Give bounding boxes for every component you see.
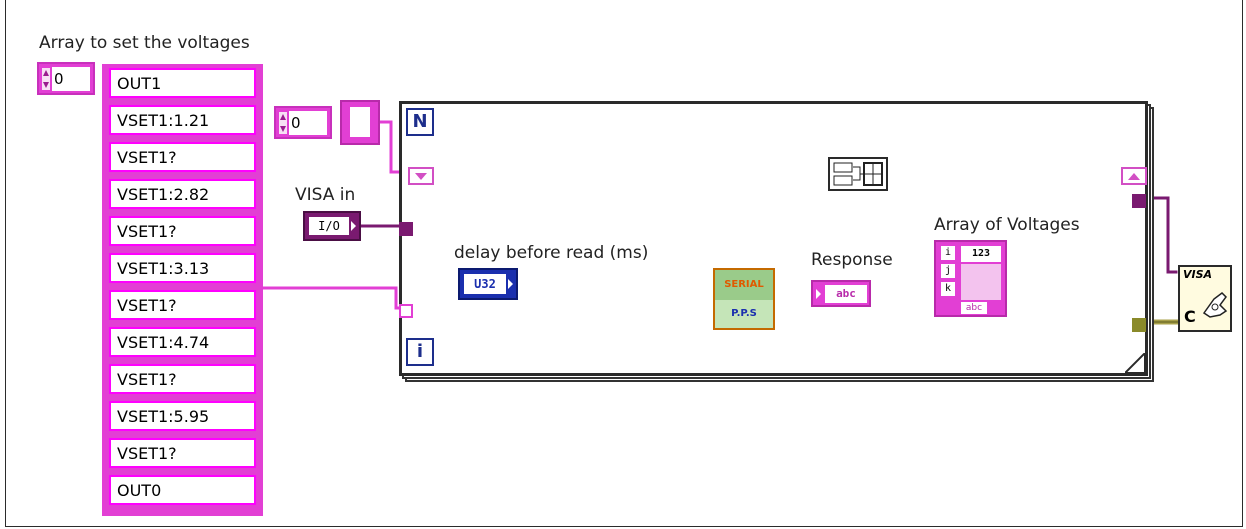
array-voltages-indicator: i j k 123 abc: [934, 240, 1007, 317]
abc-type: abc: [825, 285, 867, 303]
build-array-icon: [833, 162, 883, 186]
response-indicator: abc: [811, 280, 871, 307]
visa-type: I/O: [309, 217, 349, 235]
array-voltages-label: Array of Voltages: [934, 215, 1080, 235]
array-element[interactable]: VSET1:4.74: [109, 327, 256, 357]
wire-visa-close: [1146, 196, 1180, 274]
loop-array-index[interactable]: 0: [274, 106, 332, 139]
array-element[interactable]: OUT1: [109, 68, 256, 98]
loop-iteration-terminal[interactable]: i: [406, 338, 434, 366]
index-spinner[interactable]: [279, 112, 287, 134]
array-element[interactable]: VSET1?: [109, 290, 256, 320]
array-element[interactable]: VSET1:5.95: [109, 401, 256, 431]
empty-string-cell[interactable]: [350, 107, 370, 137]
response-label: Response: [811, 250, 893, 270]
up-arrow-icon: [1128, 173, 1140, 180]
serial-pps-subvi[interactable]: SERIAL P.P.S: [713, 268, 775, 330]
subvi-top-label: SERIAL: [715, 270, 773, 300]
array-element[interactable]: VSET1:2.82: [109, 179, 256, 209]
shift-register-left[interactable]: [408, 167, 434, 185]
loop-array-index-value[interactable]: 0: [289, 111, 327, 135]
visa-in-label: VISA in: [295, 185, 356, 205]
index-spinner[interactable]: [42, 68, 50, 90]
index-i: i: [941, 246, 955, 260]
array-tunnel-in: [399, 304, 413, 318]
empty-string-array-constant[interactable]: [340, 100, 380, 145]
string-array-constant[interactable]: OUT1 VSET1:1.21 VSET1? VSET1:2.82 VSET1?…: [102, 64, 263, 516]
subvi-bottom-label: P.P.S: [715, 300, 773, 328]
down-arrow-icon: [415, 173, 427, 180]
visa-in-control[interactable]: I/O: [303, 211, 361, 241]
array-element[interactable]: VSET1:1.21: [109, 105, 256, 135]
visa-close-title: VISA: [1183, 268, 1213, 281]
index-j: j: [941, 264, 955, 278]
input-arrow-icon: [816, 289, 821, 299]
array-element[interactable]: VSET1:3.13: [109, 253, 256, 283]
abc-subtype: abc: [961, 302, 987, 314]
visa-close-letter: C: [1184, 307, 1196, 326]
visa-tunnel-in: [399, 222, 413, 236]
index-k: k: [941, 282, 955, 296]
wire-array: [256, 286, 406, 310]
numeric-type: 123: [961, 246, 1001, 262]
array-index-display[interactable]: 0: [37, 62, 95, 95]
array-element[interactable]: VSET1?: [109, 142, 256, 172]
array-index-value[interactable]: 0: [52, 67, 90, 91]
array-element[interactable]: VSET1?: [109, 438, 256, 468]
error-tunnel-out: [1132, 318, 1146, 332]
delay-label: delay before read (ms): [454, 243, 649, 263]
u32-type: U32: [464, 274, 506, 294]
shift-register-right[interactable]: [1121, 167, 1147, 185]
array-element[interactable]: VSET1?: [109, 216, 256, 246]
block-diagram: Array to set the voltages 0 OUT1 VSET1:1…: [5, 0, 1243, 527]
output-arrow-icon: [351, 221, 356, 231]
visa-tunnel-out: [1132, 194, 1146, 208]
visa-close-node[interactable]: VISA C: [1178, 265, 1232, 332]
array-element[interactable]: OUT0: [109, 475, 256, 505]
array-label: Array to set the voltages: [39, 33, 250, 53]
loop-count-terminal[interactable]: N: [406, 108, 434, 136]
loop-corner-icon: [1125, 353, 1145, 373]
array-body: [961, 264, 1001, 300]
delay-control[interactable]: U32: [458, 268, 518, 300]
for-loop[interactable]: N i: [399, 101, 1148, 376]
close-hand-icon: [1202, 292, 1228, 318]
output-arrow-icon: [508, 279, 513, 289]
array-element[interactable]: VSET1?: [109, 364, 256, 394]
build-array-node[interactable]: [828, 157, 888, 191]
